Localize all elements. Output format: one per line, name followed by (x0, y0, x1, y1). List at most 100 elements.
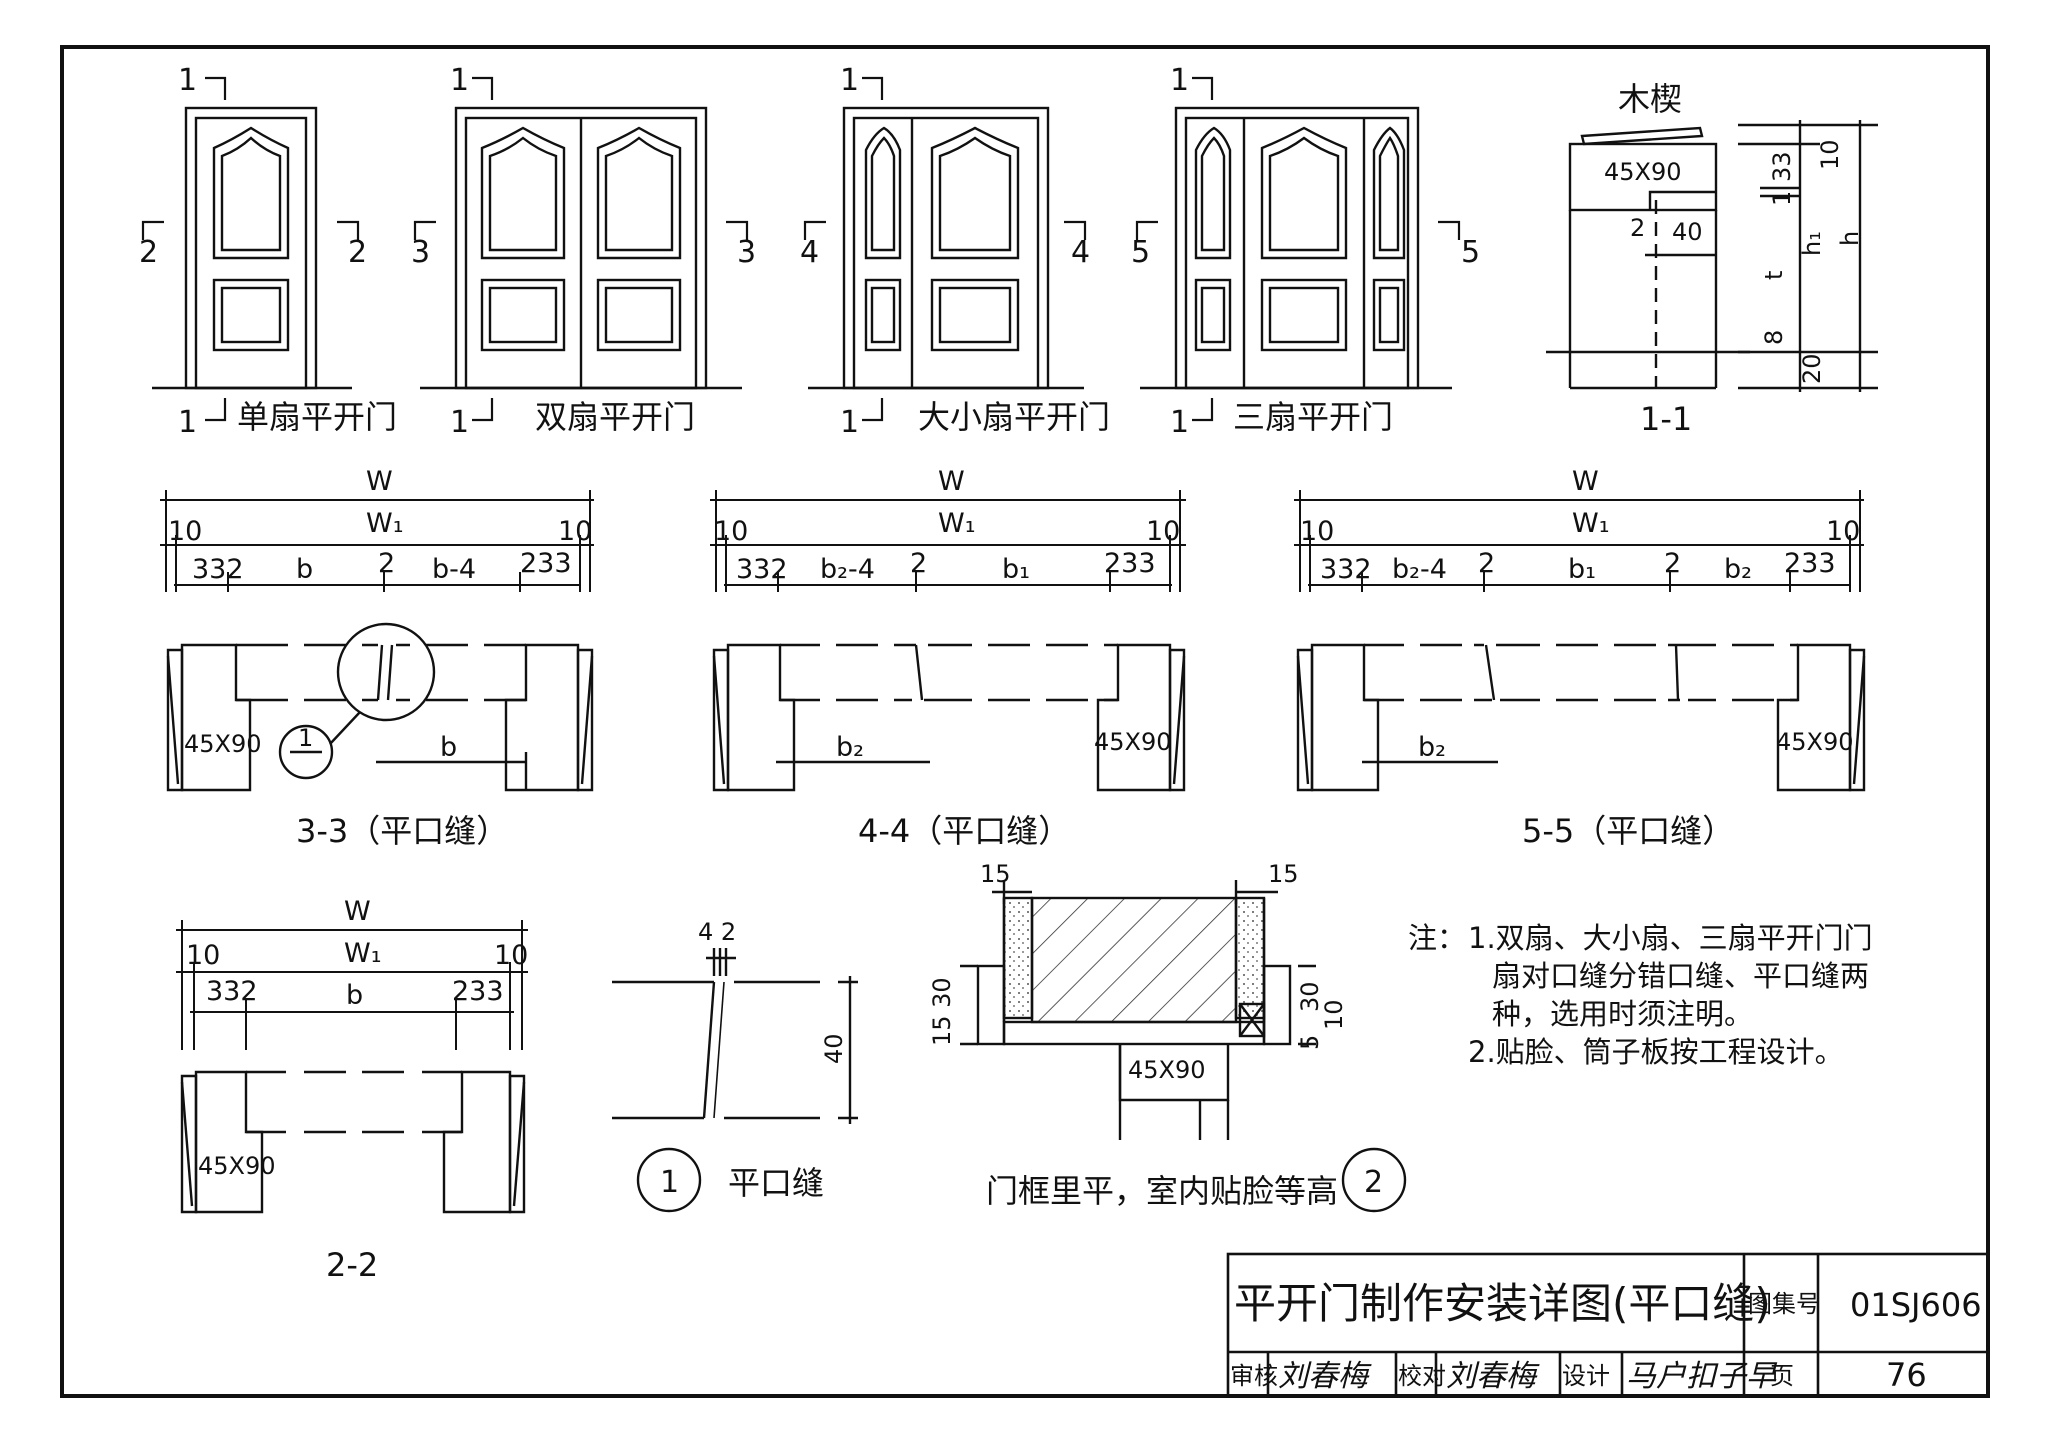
detail-1-number: 1 (660, 1165, 679, 1200)
section-mark-2-right: 2 (348, 235, 367, 270)
section-5-5-drawing (1296, 643, 1866, 792)
dimension-chain-3-3 (160, 490, 594, 592)
dim-233-2-2: 233 (452, 976, 504, 1007)
frame-size-label-5-5: 45X90 (1776, 728, 1854, 756)
sheet-border (60, 45, 1990, 1398)
section-mark-4-right: 4 (1071, 235, 1090, 270)
dim-10-right-2-2: 10 (494, 940, 528, 971)
dim-W-3-3: W (366, 466, 393, 497)
frame-size-label-4-4: 45X90 (1094, 728, 1172, 756)
section-mark-1-top-double: 1 (450, 63, 469, 98)
section-marks-unequal (803, 76, 1087, 422)
dim-b-4-3-3: b-4 (432, 554, 476, 585)
dim-b2-5-5: b₂ (1724, 554, 1752, 585)
dim-40-detail-1: 40 (820, 1033, 848, 1064)
section-marks-triple (1135, 76, 1461, 422)
designer-signature: 马户扣子早 (1626, 1359, 1778, 1394)
dimension-chain-4-4 (710, 490, 1186, 592)
dim-4-2-detail-1: 4 2 (698, 918, 736, 946)
caption-section-2-2: 2-2 (326, 1246, 378, 1284)
checker-signature: 刘春梅 (1446, 1359, 1540, 1394)
frame-size-label-detail-2: 45X90 (1128, 1056, 1206, 1084)
elevation-triple-door (1140, 106, 1452, 390)
dim-10-right-5-5: 10 (1826, 516, 1860, 547)
section-marks-single (141, 76, 360, 422)
dim-2-mid-b-5-5: 2 (1664, 548, 1681, 579)
section-mark-1-bottom-double: 1 (450, 405, 469, 440)
dim-2-mid-a-5-5: 2 (1478, 548, 1495, 579)
caption-double-door: 双扇平开门 (535, 398, 695, 436)
checker-label: 校对 (1398, 1362, 1446, 1390)
elevation-unequal-door (808, 106, 1084, 390)
note-line-2: 扇对口缝分错口缝、平口缝两 (1492, 959, 1869, 993)
dim-h1-1-1: h₁ (1798, 231, 1826, 256)
caption-section-5-5: 5-5（平口缝） (1522, 812, 1734, 850)
caption-section-4-4: 4-4（平口缝） (858, 812, 1070, 850)
section-mark-2-left: 2 (139, 235, 158, 270)
elevation-double-door (420, 106, 742, 390)
section-mark-1-top-triple: 1 (1170, 63, 1189, 98)
designer-label: 设计 (1562, 1362, 1610, 1390)
elevation-single-door (152, 106, 352, 390)
dim-b2-4-4-4: b₂-4 (820, 554, 875, 585)
dim-40-1-1: 40 (1672, 218, 1703, 246)
dim-30-detail-2: 30 (1296, 981, 1324, 1012)
section-mark-1-bottom: 1 (178, 405, 197, 440)
dim-332-5-5: 332 (1320, 554, 1372, 585)
frame-size-label-3-3: 45X90 (184, 730, 262, 758)
dim-233-3-3: 233 (520, 548, 572, 579)
dim-1-1-1: 1 (1768, 191, 1796, 206)
caption-triple-door: 三扇平开门 (1233, 398, 1393, 436)
dim-15-right-detail-2: 15 (1268, 860, 1299, 888)
dim-10-1-1: 10 (1816, 139, 1844, 170)
dim-b1-4-4: b₁ (1002, 554, 1030, 585)
section-mark-3-left: 3 (411, 235, 430, 270)
dim-33-1-1: 33 (1768, 151, 1796, 182)
caption-section-1-1: 1-1 (1640, 400, 1692, 438)
section-mark-4-left: 4 (800, 235, 819, 270)
section-mark-5-left: 5 (1131, 235, 1150, 270)
page-number: 76 (1886, 1356, 1927, 1394)
dim-W-2-2: W (344, 896, 371, 927)
dim-W-4-4: W (938, 466, 965, 497)
dim-2-mid-4-4: 2 (910, 548, 927, 579)
section-mark-1-top: 1 (178, 63, 197, 98)
dim-10-left-5-5: 10 (1300, 516, 1334, 547)
section-3-3-drawing (166, 622, 594, 792)
caption-detail-2: 门框里平，室内贴脸等高 (986, 1172, 1338, 1210)
dim-W1-5-5: W₁ (1572, 508, 1610, 539)
detail-2-number: 2 (1364, 1165, 1383, 1200)
dim-2-1-1: 2 (1630, 214, 1645, 242)
section-mark-3-right: 3 (737, 235, 756, 270)
dim-10-right-4-4: 10 (1146, 516, 1180, 547)
caption-detail-1: 平口缝 (728, 1164, 824, 1202)
note-line-3: 种，选用时须注明。 (1492, 997, 1753, 1031)
dim-h-1-1: h (1836, 231, 1864, 246)
section-marks-double (413, 76, 749, 422)
dim-b-2-2: b (346, 980, 363, 1011)
detail-2-drawing (960, 880, 1407, 1213)
section-1-1-drawing (1546, 120, 1878, 392)
note-line-1: 1.双扇、大小扇、三扇平开门门 (1468, 921, 1873, 955)
dim-b1-5-5: b₁ (1568, 554, 1596, 585)
dim-10-detail-2: 10 (1320, 999, 1348, 1030)
dim-233-5-5: 233 (1784, 548, 1836, 579)
caption-unequal-door: 大小扇平开门 (918, 398, 1110, 436)
dim-5-detail-2: 5 (1296, 1035, 1324, 1050)
dim-10-left-2-2: 10 (186, 940, 220, 971)
dim-2-mid-3-3: 2 (378, 548, 395, 579)
dim-332-4-4: 332 (736, 554, 788, 585)
dim-15-30-detail-2: 15 30 (928, 977, 956, 1046)
dim-10-right-3-3: 10 (558, 516, 592, 547)
title-block (1226, 1252, 1990, 1398)
dim-W1-2-2: W₁ (344, 938, 382, 969)
caption-section-3-3: 3-3（平口缝） (296, 812, 508, 850)
notes-prefix: 注： (1408, 921, 1466, 955)
wedge-label: 木楔 (1618, 80, 1682, 118)
dim-332-2-2: 332 (206, 976, 258, 1007)
dim-10-left-3-3: 10 (168, 516, 202, 547)
dim-8-1-1: 8 (1760, 330, 1788, 345)
dimension-chain-5-5 (1294, 490, 1864, 592)
section-4-4-drawing (712, 643, 1186, 792)
